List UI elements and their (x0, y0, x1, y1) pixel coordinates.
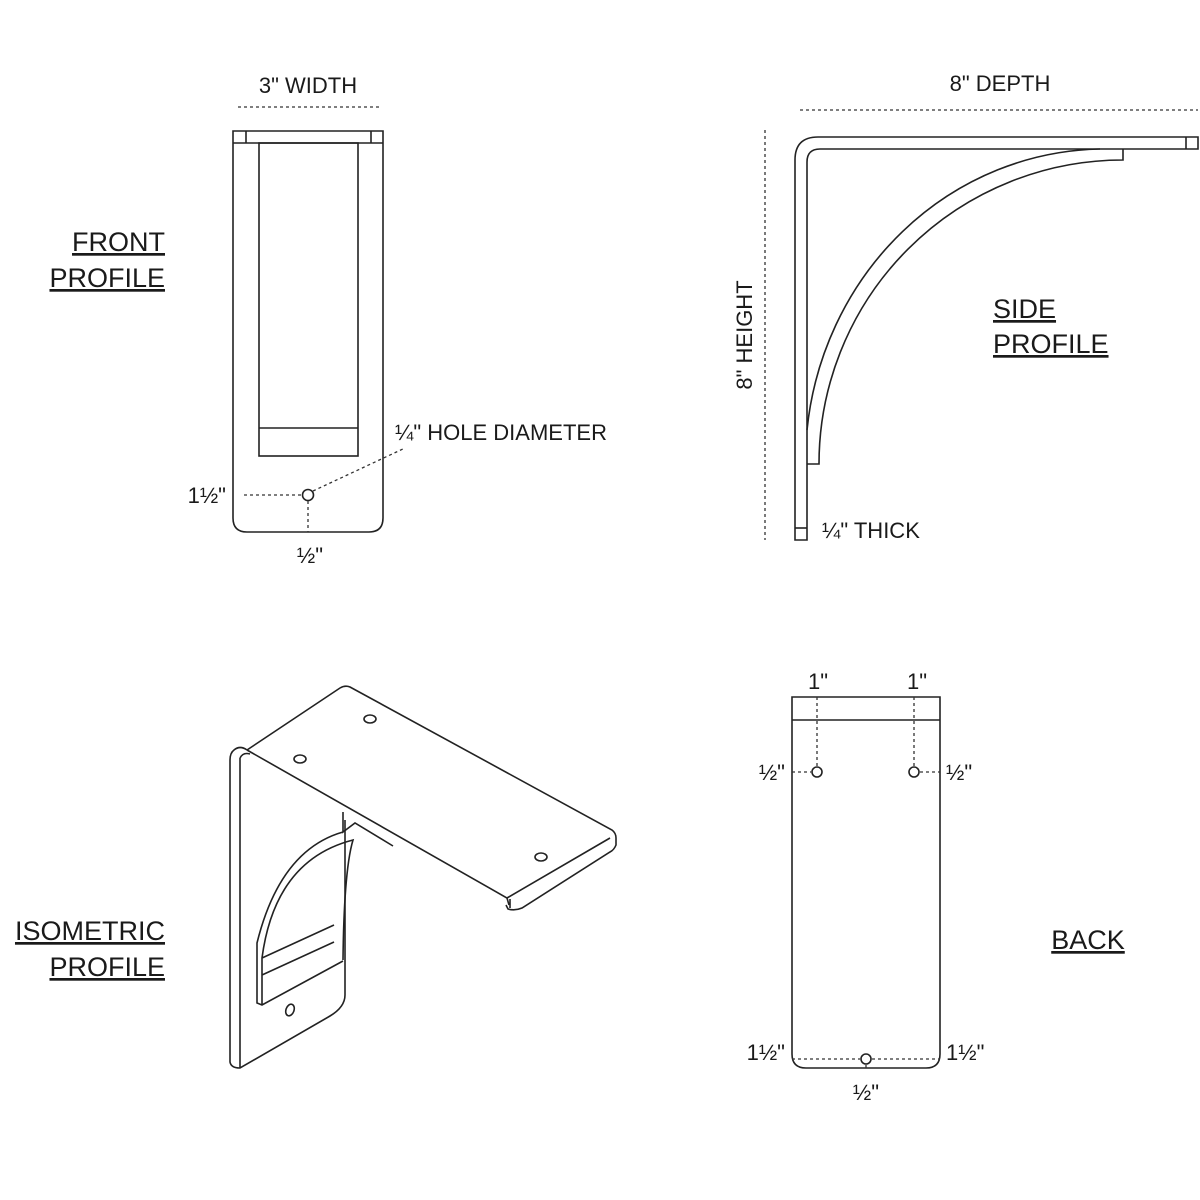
iso-top-plate (246, 685, 617, 911)
width-label: 3" WIDTH (259, 73, 357, 98)
front-cutout (258, 142, 359, 457)
back-top-left: 1" (808, 669, 828, 694)
back-hole (811, 766, 823, 778)
side-profile: 8" DEPTH 8" HEIGHT SIDE PROFILE ¼" THICK (732, 71, 1199, 543)
iso-gusset (256, 812, 394, 1006)
front-title-1: FRONT (72, 227, 165, 257)
side-title-1: SIDE (993, 294, 1056, 324)
side-gusset (806, 148, 1124, 465)
hole-diameter-label: ¼" HOLE DIAMETER (395, 420, 607, 445)
iso-wall-plate (229, 746, 346, 1069)
front-hole (301, 488, 315, 502)
side-title-2: PROFILE (993, 329, 1109, 359)
iso-hole (293, 754, 307, 764)
back-bottom-left: 1½" (747, 1040, 785, 1065)
back-hole (908, 766, 920, 778)
back-bottom-right: 1½" (946, 1040, 984, 1065)
front-profile: FRONT PROFILE 3" WIDTH 1½" ½" ¼" HOLE DI… (49, 73, 607, 568)
back-profile: 1" 1" ½" ½" 1½" 1½" ½" BACK (747, 669, 1125, 1105)
front-outline (232, 130, 384, 533)
iso-title-2: PROFILE (49, 952, 165, 982)
isometric-profile: ISOMETRIC PROFILE (15, 685, 617, 1069)
side-outline (794, 136, 1199, 541)
front-title-2: PROFILE (49, 263, 165, 293)
back-bottom-center: ½" (853, 1080, 879, 1105)
front-vertical-offset: 1½" (188, 483, 226, 508)
height-label: 8" HEIGHT (732, 280, 757, 389)
front-horizontal-offset: ½" (297, 543, 323, 568)
thick-label: ¼" THICK (822, 518, 920, 543)
back-left-half: ½" (759, 760, 785, 785)
back-title: BACK (1051, 925, 1125, 955)
back-outline (791, 696, 941, 1069)
iso-hole (363, 714, 377, 724)
iso-hole (284, 1003, 296, 1017)
iso-hole (534, 852, 548, 862)
back-top-right: 1" (907, 669, 927, 694)
iso-title-1: ISOMETRIC (15, 916, 165, 946)
back-right-half: ½" (946, 760, 972, 785)
depth-label: 8" DEPTH (950, 71, 1051, 96)
back-hole (860, 1053, 872, 1065)
